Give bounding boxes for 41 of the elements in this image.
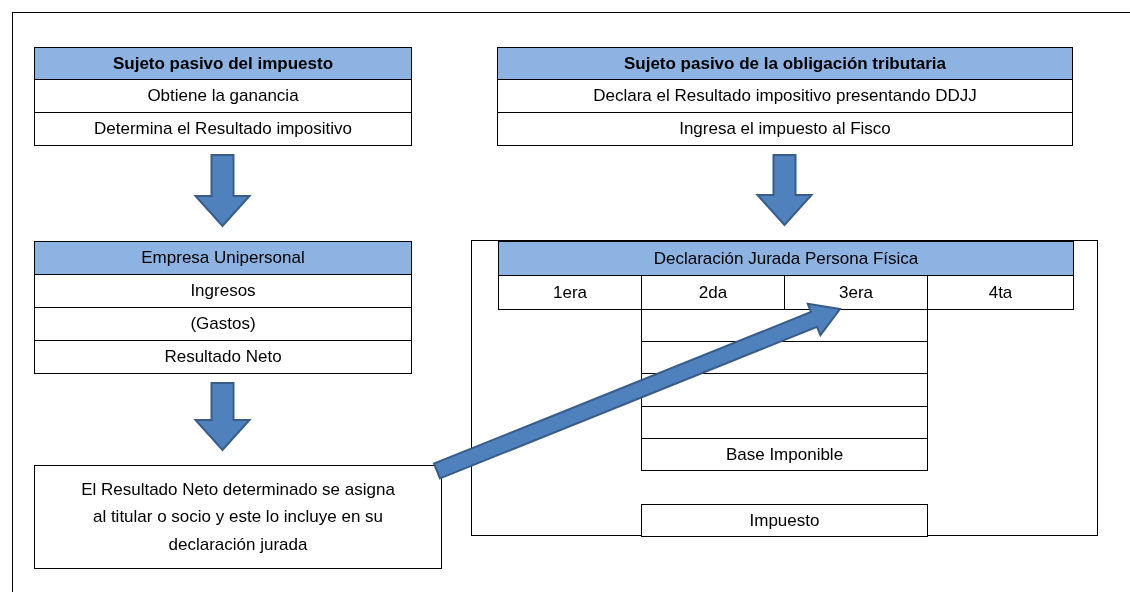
block-arrow bbox=[755, 154, 814, 227]
cell-text: Declara el Resultado impositivo presentando DDJJ bbox=[593, 85, 977, 108]
cell-text: Empresa Unipersonal bbox=[141, 247, 305, 270]
table-cell bbox=[34, 79, 412, 113]
header-cell bbox=[498, 241, 1074, 276]
cell-text: 3era bbox=[839, 281, 873, 304]
header-cell bbox=[497, 47, 1073, 80]
table-cell bbox=[34, 307, 412, 341]
cell-text: 1era bbox=[553, 281, 587, 304]
cell-text: El Resultado Neto determinado se asigna al titular o socio y este lo incluye en su declaración jurada bbox=[80, 479, 396, 556]
block-arrow bbox=[193, 154, 252, 228]
table-cell bbox=[34, 274, 412, 308]
cell-text: 2da bbox=[698, 281, 728, 304]
empty-cell bbox=[641, 406, 928, 439]
table-cell bbox=[498, 275, 642, 310]
header-cell bbox=[34, 241, 412, 275]
cell-text: Obtiene la ganancia bbox=[147, 85, 299, 108]
block-arrow bbox=[432, 302, 842, 480]
cell-text: Base Imponible bbox=[725, 443, 844, 466]
block-arrow bbox=[193, 382, 252, 452]
table-cell bbox=[497, 112, 1073, 146]
cell-text: Ingresa el impuesto al Fisco bbox=[679, 118, 891, 141]
cell-text: Sujeto pasivo de la obligación tributaria bbox=[623, 52, 947, 75]
table-cell bbox=[641, 504, 928, 537]
cell-text: Sujeto pasivo del impuesto bbox=[112, 52, 334, 75]
table-cell bbox=[641, 438, 928, 471]
cell-text: Impuesto bbox=[749, 509, 820, 532]
table-cell bbox=[34, 340, 412, 374]
table-cell bbox=[34, 465, 442, 569]
cell-text: Determina el Resultado impositivo bbox=[94, 118, 352, 141]
empty-cell bbox=[641, 373, 928, 407]
cell-text: Ingresos bbox=[190, 280, 256, 303]
cell-text: Declaración Jurada Persona Física bbox=[653, 247, 919, 270]
header-cell bbox=[34, 47, 412, 80]
cell-text: Resultado Neto bbox=[164, 346, 282, 369]
panel-box bbox=[471, 240, 1098, 536]
table-cell bbox=[34, 112, 412, 146]
cell-text: (Gastos) bbox=[190, 313, 256, 336]
table-cell bbox=[927, 275, 1074, 310]
table-cell bbox=[497, 79, 1073, 113]
cell-text: 4ta bbox=[988, 281, 1013, 304]
